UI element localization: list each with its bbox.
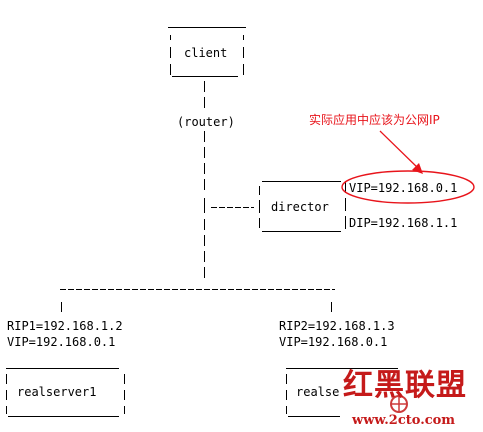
annotation-arrowhead	[412, 163, 423, 174]
realserver1-vip: VIP=192.168.0.1	[7, 335, 116, 349]
watermark-brand: 红黑联盟	[343, 368, 467, 403]
director-label: director	[271, 200, 329, 214]
director-dip: DIP=192.168.1.1	[349, 216, 458, 230]
realserver1-label: realserver1	[17, 385, 97, 399]
realserver1-rip: RIP1=192.168.1.2	[7, 319, 123, 333]
annotation-arrow	[379, 130, 421, 171]
director-vip: VIP=192.168.0.1	[349, 181, 458, 195]
vip-highlight-ellipse	[341, 170, 475, 204]
watermark-url: www.2cto.com	[352, 413, 456, 428]
watermark-emblem	[390, 395, 408, 413]
realserver2-vip: VIP=192.168.0.1	[279, 335, 388, 349]
realserver2-rip: RIP2=192.168.1.3	[279, 319, 395, 333]
realserver2-label: realse	[296, 385, 340, 399]
router-label: (router)	[177, 115, 235, 129]
public-ip-note: 实际应用中应该为公网IP	[309, 113, 440, 127]
client-label: client	[184, 46, 228, 60]
